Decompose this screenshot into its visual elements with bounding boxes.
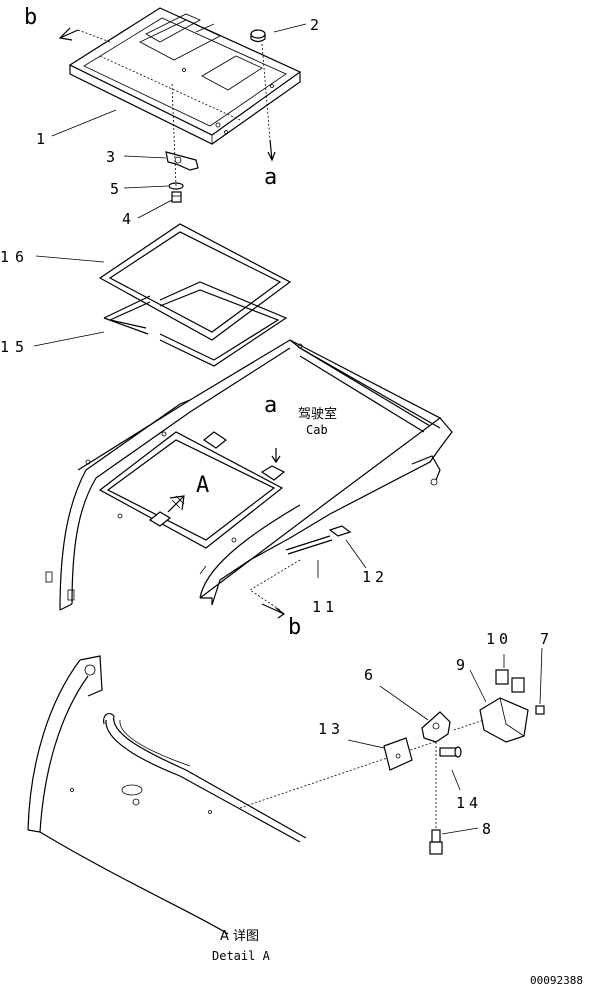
rod-part-11 — [285, 535, 333, 555]
blocks-part-10 — [495, 669, 525, 693]
callout-11: 11 — [312, 598, 338, 616]
bolt-axis — [171, 83, 177, 187]
ref-b-top: b — [24, 5, 37, 30]
bracket-part-9 — [479, 697, 529, 743]
callout-12: 12 — [362, 568, 388, 586]
plate-part-12 — [328, 525, 352, 537]
leader-b-top — [77, 29, 111, 43]
detail-a-view — [27, 655, 441, 935]
arrow-b-bottom — [261, 603, 286, 619]
washer-part-5 — [168, 182, 184, 190]
latch-part-6 — [421, 711, 451, 743]
callout-14: 14 — [456, 794, 482, 812]
detail-label-en: Detail A — [212, 949, 271, 963]
callout-1: 1 — [36, 130, 45, 148]
callout-4: 4 — [122, 210, 131, 228]
callout-10: 10 — [486, 630, 512, 648]
callout-6: 6 — [364, 666, 373, 684]
hatch-cover — [68, 7, 302, 145]
cab-label-cn: 驾驶室 — [298, 406, 337, 422]
view-arrow-hatch — [171, 495, 185, 509]
drawing-code: 00092388 — [530, 974, 583, 987]
detail-label-cn: A 详图 — [220, 929, 259, 944]
callout-leaders — [33, 23, 543, 835]
cab-roof — [45, 339, 453, 611]
ref-b-bottom: b — [288, 615, 301, 640]
callout-9: 9 — [456, 656, 465, 674]
bolt-part-4 — [171, 191, 182, 203]
callout-13: 13 — [318, 720, 344, 738]
seal-part-16 — [98, 223, 292, 341]
callout-15: 15 — [0, 338, 30, 356]
cab-label-en: Cab — [306, 423, 328, 437]
leader-a-dashed — [261, 43, 271, 141]
callout-7: 7 — [540, 630, 549, 648]
ref-a-top: a — [264, 165, 277, 190]
ref-a-cab: a — [264, 393, 277, 418]
arrow-a-cab — [271, 448, 281, 464]
arrow-b-top — [58, 27, 79, 41]
bolt-part-8 — [429, 829, 443, 855]
callout-16: 16 — [0, 248, 30, 266]
screw-part-7 — [535, 705, 545, 715]
callout-5: 5 — [110, 180, 119, 198]
cap-part-2 — [250, 29, 266, 43]
arrow-a-top — [267, 139, 276, 162]
seal-part-15 — [103, 281, 288, 367]
ref-view-a: A — [196, 473, 209, 498]
leader-b-dashed — [249, 559, 301, 611]
pin-part-14 — [439, 746, 462, 758]
assembly-axis — [453, 719, 485, 731]
callout-8: 8 — [482, 820, 491, 838]
bracket-part-3 — [165, 151, 199, 171]
callout-2: 2 — [310, 16, 319, 34]
plate-part-13 — [383, 737, 413, 771]
callout-3: 3 — [106, 148, 115, 166]
